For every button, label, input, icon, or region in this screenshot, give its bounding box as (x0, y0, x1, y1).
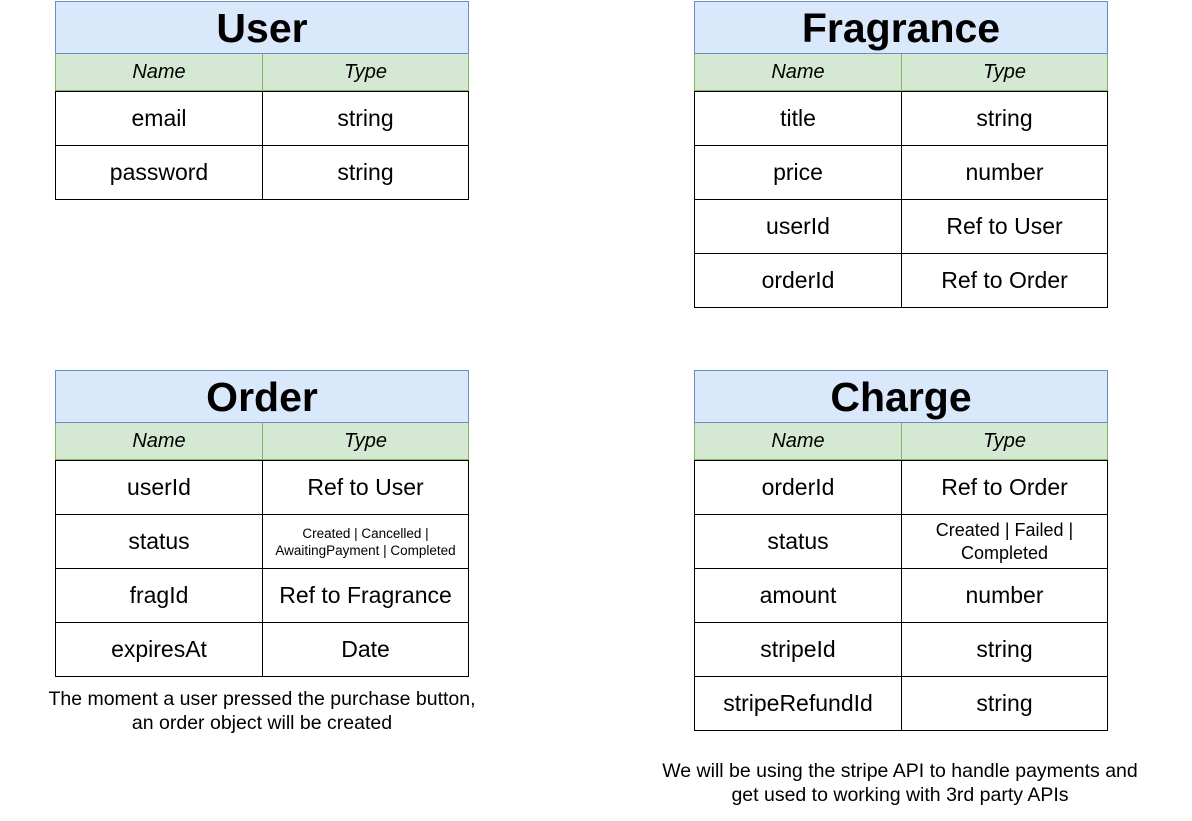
field-row: orderId Ref to Order (694, 460, 1108, 515)
field-name: price (695, 146, 902, 199)
field-row: price number (694, 146, 1108, 200)
field-name: userId (695, 200, 902, 253)
column-header-type: Type (983, 429, 1026, 452)
field-name: expiresAt (56, 623, 263, 676)
column-header-row: Name Type (55, 423, 469, 460)
field-row: orderId Ref to Order (694, 254, 1108, 308)
field-name: orderId (695, 461, 902, 514)
field-row: title string (694, 91, 1108, 146)
field-type: string (976, 105, 1033, 131)
entity-table-fragrance: Fragrance Name Type title string price n… (694, 1, 1108, 308)
column-header-type: Type (344, 429, 387, 452)
entity-title: Charge (694, 370, 1108, 423)
column-header-name: Name (56, 423, 263, 459)
column-header-name: Name (695, 54, 902, 90)
field-row: amount number (694, 569, 1108, 623)
field-row: status Created | Cancelled | AwaitingPay… (55, 515, 469, 569)
column-header-name: Name (56, 54, 263, 90)
field-type: Created | Failed | Completed (935, 519, 1074, 563)
column-header-type: Type (344, 60, 387, 83)
field-name: fragId (56, 569, 263, 622)
entity-title: Order (55, 370, 469, 423)
field-type: Ref to Fragrance (279, 582, 452, 608)
entity-table-charge: Charge Name Type orderId Ref to Order st… (694, 370, 1108, 731)
field-type: Ref to User (946, 213, 1063, 239)
field-row: expiresAt Date (55, 623, 469, 677)
field-type: Date (341, 636, 390, 662)
field-type: Ref to User (307, 474, 424, 500)
column-header-row: Name Type (694, 54, 1108, 91)
field-row: status Created | Failed | Completed (694, 515, 1108, 569)
entity-table-user: User Name Type email string password str… (55, 1, 469, 200)
field-name: status (56, 515, 263, 568)
field-type: string (976, 690, 1033, 716)
field-type: string (337, 105, 394, 131)
field-name: stripeId (695, 623, 902, 676)
field-name: orderId (695, 254, 902, 307)
field-name: title (695, 92, 902, 145)
field-type: number (965, 159, 1044, 185)
entity-table-order: Order Name Type userId Ref to User statu… (55, 370, 469, 677)
field-row: userId Ref to User (694, 200, 1108, 254)
field-type: string (337, 159, 394, 185)
column-header-name: Name (695, 423, 902, 459)
field-row: stripeId string (694, 623, 1108, 677)
field-name: password (56, 146, 263, 199)
field-row: email string (55, 91, 469, 146)
entity-title: User (55, 1, 469, 54)
field-name: amount (695, 569, 902, 622)
field-name: userId (56, 461, 263, 514)
entity-title: Fragrance (694, 1, 1108, 54)
field-name: status (695, 515, 902, 568)
field-type: number (965, 582, 1044, 608)
field-type: Ref to Order (941, 267, 1068, 293)
field-type: Ref to Order (941, 474, 1068, 500)
field-name: email (56, 92, 263, 145)
field-name: stripeRefundId (695, 677, 902, 730)
field-row: userId Ref to User (55, 460, 469, 515)
field-row: stripeRefundId string (694, 677, 1108, 731)
field-row: fragId Ref to Fragrance (55, 569, 469, 623)
column-header-row: Name Type (694, 423, 1108, 460)
field-type: string (976, 636, 1033, 662)
note-charge: We will be using the stripe API to handl… (662, 760, 1138, 806)
field-type: Created | Cancelled | AwaitingPayment | … (275, 525, 456, 558)
column-header-type: Type (983, 60, 1026, 83)
note-order: The moment a user pressed the purchase b… (48, 688, 476, 734)
column-header-row: Name Type (55, 54, 469, 91)
field-row: password string (55, 146, 469, 200)
